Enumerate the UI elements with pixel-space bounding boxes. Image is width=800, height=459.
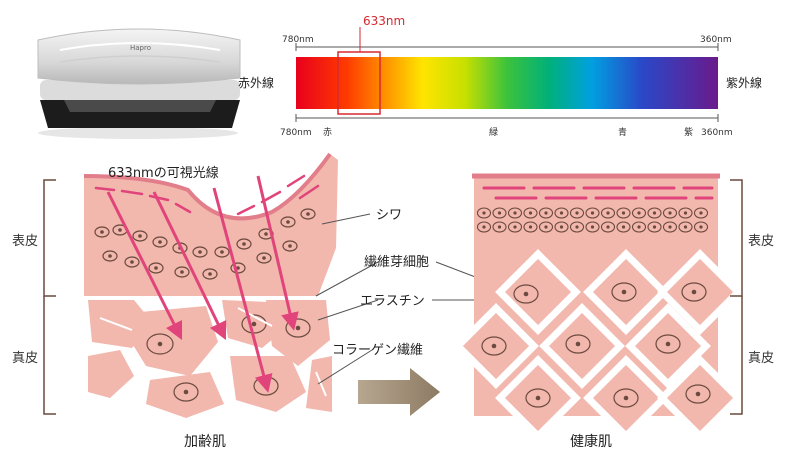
- dermis-diamond: [657, 249, 743, 335]
- collagen-label: コラーゲン繊維: [332, 342, 423, 358]
- epidermis-cell: [538, 207, 554, 219]
- fibroblast-cell: [513, 284, 539, 304]
- spectrum-red-label: 赤: [323, 127, 332, 138]
- aged-skin-caption: 加齢肌: [184, 434, 226, 450]
- fibroblast-cell: [565, 334, 591, 354]
- light-label: 633nmの可視光線: [108, 165, 219, 181]
- spectrum-bar: [296, 57, 718, 109]
- epidermis-label-right: 表皮: [748, 234, 774, 249]
- epidermis-cell: [678, 221, 693, 233]
- dermis-label-right: 真皮: [748, 351, 774, 366]
- spectrum-green-label: 緑: [489, 126, 498, 138]
- fibroblast-cell: [613, 388, 639, 408]
- epidermis-label-left: 表皮: [12, 234, 38, 249]
- spectrum-bottom-right-label: 360nm: [701, 128, 733, 138]
- epidermis-cell: [585, 221, 600, 233]
- epidermis-cell: [693, 221, 709, 233]
- epidermis-cell: [693, 207, 709, 219]
- epidermis-cell: [538, 221, 554, 233]
- progression-arrow: [358, 368, 440, 416]
- light-spectrum: 780nm 360nm 633nm 赤外線 紫外線 780nm 赤 緑 青 紫 …: [238, 14, 762, 138]
- tanning-bed-image: Hapro: [37, 28, 241, 139]
- healthy-skin-caption: 健康肌: [570, 433, 612, 450]
- dermis-diamond: [539, 303, 625, 389]
- epidermis-cell: [554, 221, 569, 233]
- layer-brackets-right: [730, 179, 743, 415]
- epidermis-cell: [678, 207, 693, 219]
- spectrum-top-left-label: 780nm: [282, 35, 314, 45]
- fibroblast-cell: [655, 334, 681, 354]
- epidermis-cell: [631, 221, 647, 233]
- epidermis-cell: [569, 221, 585, 233]
- epidermis-cell: [662, 207, 678, 219]
- epidermis-cell: [476, 221, 492, 233]
- fibroblast-cell: [481, 336, 507, 356]
- spectrum-highlight-label: 633nm: [363, 14, 405, 28]
- elastin-label: エラスチン: [360, 294, 425, 309]
- dermis-label-left: 真皮: [12, 351, 38, 366]
- epidermis-cell: [616, 207, 631, 219]
- ultraviolet-label: 紫外線: [726, 75, 762, 90]
- fibroblast-cell: [681, 282, 707, 302]
- fibroblast-cell: [611, 282, 637, 302]
- epidermis-cell: [647, 221, 662, 233]
- aged-skin-illustration: [83, 152, 338, 418]
- epidermis-cell: [507, 221, 523, 233]
- spectrum-highlight-box: [337, 51, 381, 115]
- fibroblast-cell: [525, 388, 551, 408]
- layer-brackets-left: [43, 179, 56, 415]
- wrinkle-label: シワ: [376, 208, 402, 223]
- epidermis-cell: [492, 207, 507, 219]
- epidermis-cell: [616, 221, 631, 233]
- spectrum-violet-label: 紫: [684, 127, 693, 138]
- device-brand: Hapro: [130, 44, 151, 52]
- epidermis-cell: [492, 221, 507, 233]
- healthy-skin-illustration: [453, 173, 743, 441]
- epidermis-cell: [476, 207, 492, 219]
- spectrum-blue-label: 青: [618, 126, 627, 138]
- dermis-diamond: [657, 355, 743, 441]
- epidermis-cell: [600, 207, 616, 219]
- epidermis-cell: [631, 207, 647, 219]
- infrared-label: 赤外線: [238, 75, 274, 90]
- epidermis-cell: [600, 221, 616, 233]
- epidermis-cell: [585, 207, 600, 219]
- epidermis-cell: [662, 221, 678, 233]
- light-rays: [106, 175, 299, 393]
- fibroblast-label: 繊維芽細胞: [364, 254, 429, 270]
- epidermis-cell: [507, 207, 523, 219]
- epidermis-cell: [523, 221, 538, 233]
- epidermis-cell: [523, 207, 538, 219]
- epidermis-cell: [554, 207, 569, 219]
- epidermis-cell: [647, 207, 662, 219]
- fibroblast-cell: [685, 384, 711, 404]
- spectrum-bottom-left-label: 780nm: [280, 128, 312, 138]
- epidermis-cell: [569, 207, 585, 219]
- spectrum-top-right-label: 360nm: [700, 35, 732, 45]
